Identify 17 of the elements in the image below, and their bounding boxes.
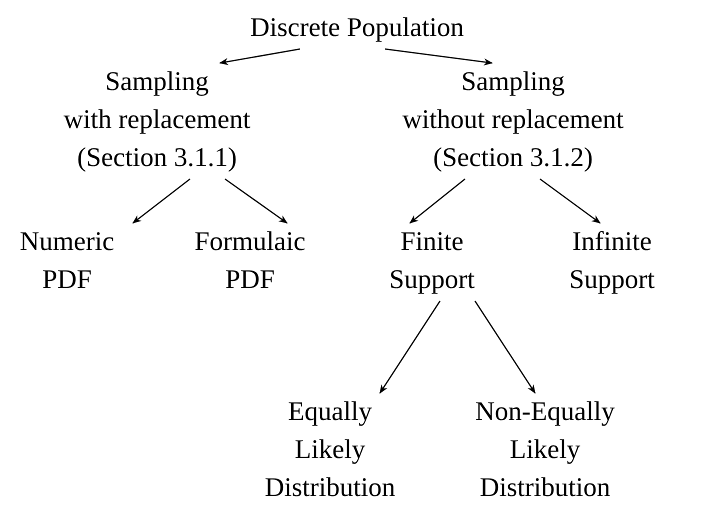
node-label: Finite Support [389, 222, 475, 298]
node-label: Infinite Support [569, 222, 655, 298]
arrow [224, 178, 288, 224]
node-label: Equally Likely Distribution [264, 392, 396, 506]
node-label: Numeric PDF [20, 222, 114, 298]
arrow [474, 300, 536, 394]
arrow [540, 178, 601, 224]
node-label: Non-Equally Likely Distribution [475, 392, 615, 506]
arrow [384, 48, 493, 66]
arrow [409, 178, 466, 224]
node-label: Sampling with replacement (Section 3.1.1) [64, 62, 250, 176]
arrow [219, 48, 300, 66]
arrow [379, 300, 441, 394]
node-label: Formulaic PDF [194, 222, 306, 298]
arrow [132, 178, 190, 224]
node-label: Sampling without replacement (Section 3.1.2) [402, 62, 624, 176]
node-label: Discrete Population [250, 8, 464, 46]
